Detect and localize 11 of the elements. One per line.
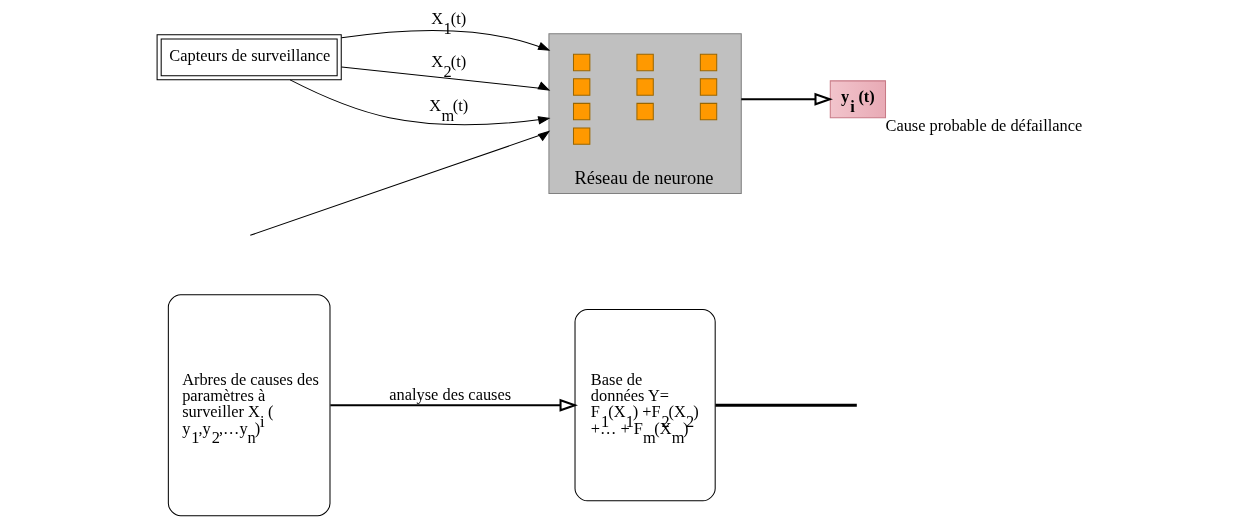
arrow	[740, 92, 833, 106]
arrow	[340, 30, 550, 51]
edge-label: analyse des causes	[388, 384, 511, 404]
cluster: Réseau de neurone	[547, 33, 742, 194]
arrow	[249, 130, 550, 236]
arrow	[329, 398, 578, 412]
connector	[714, 403, 857, 407]
node-label: Cause probable de défaillance	[885, 115, 1082, 135]
node-box: Capteurs de surveillance	[156, 34, 342, 81]
arrow	[289, 79, 550, 126]
arrow	[340, 66, 550, 91]
